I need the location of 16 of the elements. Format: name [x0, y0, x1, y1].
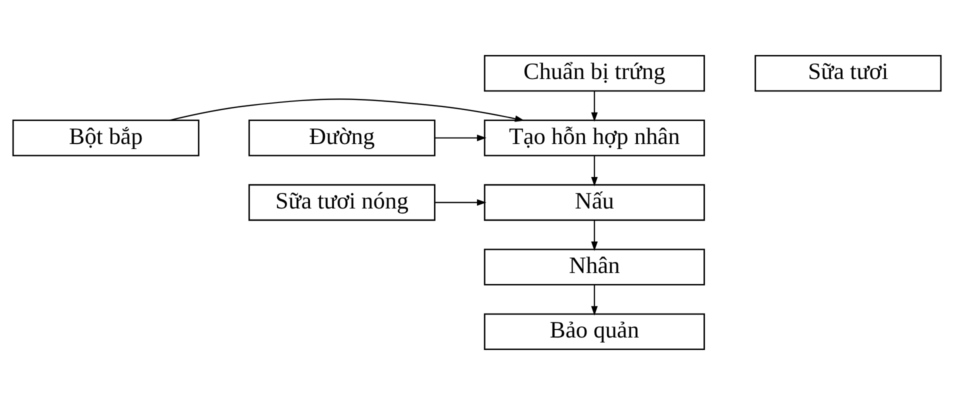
node-box: Nấu: [484, 184, 705, 221]
node-box: Tạo hỗn hợp nhân: [484, 120, 705, 156]
node-box: Bảo quản: [484, 313, 705, 350]
arrow: [591, 91, 598, 122]
arrow: [591, 284, 598, 316]
node-box: Đường: [248, 120, 436, 156]
node-box: Bột bắp: [12, 120, 200, 156]
arrow: [591, 220, 598, 251]
node-box: Sữa tươi nóng: [248, 184, 436, 221]
arrow: [435, 134, 486, 142]
node-box: Chuẩn bị trứng: [484, 55, 705, 92]
arrow: [170, 98, 524, 122]
node-box: Sữa tươi: [754, 55, 942, 92]
arrow: [435, 199, 486, 206]
node-box: Nhân: [484, 248, 705, 286]
arrow: [591, 156, 598, 186]
